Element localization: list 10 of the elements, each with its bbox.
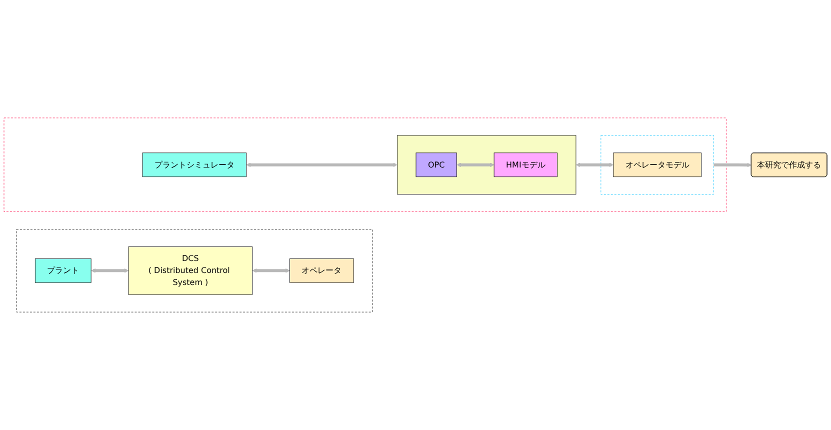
arrow	[456, 162, 494, 168]
arrow	[714, 162, 752, 168]
arrow	[91, 268, 129, 273]
cluster	[397, 135, 576, 195]
cluster	[16, 228, 373, 312]
cluster	[4, 118, 726, 212]
cluster	[600, 135, 714, 195]
arrow	[252, 268, 290, 273]
arrow	[246, 162, 398, 168]
arrow	[576, 162, 614, 168]
